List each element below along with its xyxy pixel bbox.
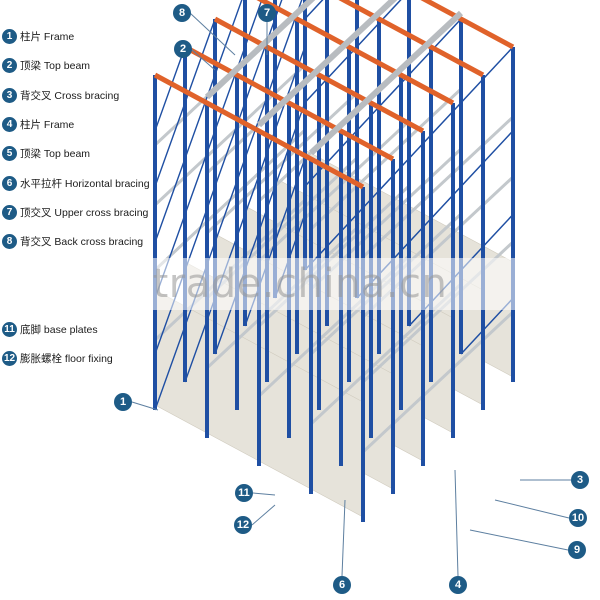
frame-brace [184,186,216,271]
callout-4: 4 [449,576,467,594]
legend-number: 6 [2,175,17,191]
rail [205,91,359,235]
legend-label: 背交叉 Back cross bracing [20,236,144,249]
legend-label: 顶梁 Top beam [20,60,91,73]
frame-brace [154,46,186,132]
top-beam [420,0,515,50]
rail [309,87,463,231]
legend-number: 11 [2,322,17,338]
frame-brace [154,102,186,187]
legend-label: 顶交叉 Upper cross bracing [20,206,149,219]
leader-line [494,499,570,519]
upper-brace [308,10,464,156]
legend-label: 水平拉杆 Horizontal bracing [20,177,150,190]
frame-brace [214,46,246,131]
frame-brace [184,297,216,383]
top-beams [153,0,515,190]
legend-number: 3 [2,87,17,103]
top-beam [153,72,365,190]
top-beam [213,16,425,134]
callout-11: 11 [235,484,253,502]
callout-6: 6 [333,576,351,594]
callout-9: 9 [568,541,586,559]
callout-leader-lines [131,12,571,577]
frame-brace [274,46,306,131]
upper-cross-bracing [204,0,464,156]
callout-12: 12 [234,516,252,534]
frame-brace [184,18,216,104]
leader-line [469,529,569,551]
callout-2: 2 [174,40,192,58]
callout-8: 8 [173,4,191,22]
legend-number: 1 [2,29,17,45]
watermark: trade.china.cn [0,258,600,310]
callout-10: 10 [569,509,587,527]
frame-brace [154,325,186,411]
legend-number: 12 [2,351,17,367]
callout-1: 1 [114,393,132,411]
frame-brace [184,130,216,215]
frame-brace [244,18,276,103]
legend-number: 7 [2,204,17,220]
legend-number: 2 [2,58,17,74]
leader-line [131,401,159,411]
back-cross-brace [460,130,514,188]
legend-number: 4 [2,117,17,133]
back-cross-brace [460,46,514,104]
rail [257,119,411,263]
legend-label: 顶梁 Top beam [20,148,91,161]
legend-label: 背交叉 Cross bracing [20,89,120,102]
legend-label: 底脚 base plates [20,324,98,337]
top-beam [183,44,395,162]
legend-number: 8 [2,234,17,250]
frame-brace [274,0,303,75]
legend-label: 柱片 Frame [20,119,75,132]
frame-brace [274,0,283,20]
rail [361,310,515,454]
legend-label: 柱片 Frame [20,31,75,44]
callout-3: 3 [571,471,589,489]
top-beam [256,0,455,106]
legend-label: 膨胀螺栓 floor fixing [20,353,113,366]
frame-brace [184,74,216,159]
frame-brace [154,158,186,243]
frame-brace [214,0,243,76]
leader-line [454,469,459,577]
frame-brace [244,74,276,159]
legend-number: 5 [2,146,17,162]
rail [361,115,515,259]
leader-line [252,492,276,496]
callout-7: 7 [258,4,276,22]
leader-line [251,504,276,526]
leader-line [341,499,346,577]
leader-line [189,12,236,56]
frame-brace [214,158,246,243]
back-cross-brace [304,0,324,20]
leader-line [190,48,216,71]
frame-brace [214,102,246,187]
top-beam [338,0,485,78]
rail [153,63,307,207]
frame-brace [244,0,263,48]
upper-brace [256,0,398,128]
upper-brace [204,0,316,100]
